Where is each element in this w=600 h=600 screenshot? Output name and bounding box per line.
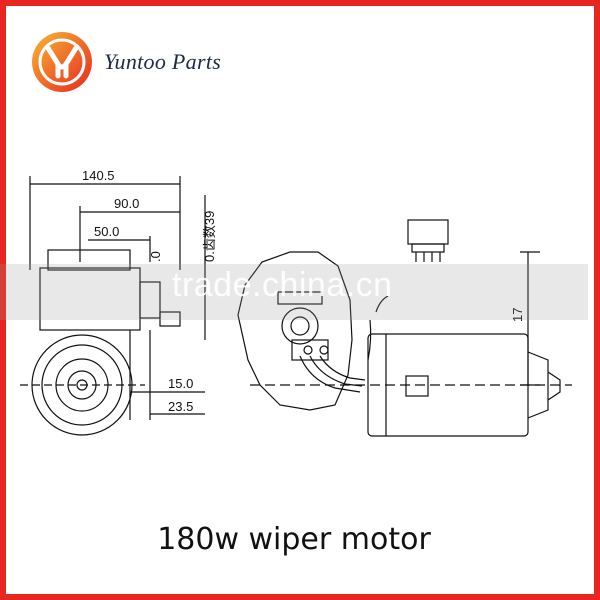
yuntoo-logo-icon: [32, 32, 92, 92]
dim-offset-23: 23.5: [168, 399, 193, 414]
dim-offset-15: 15.0: [168, 376, 193, 391]
dim-overall-width: 140.5: [82, 168, 115, 183]
dim-inner-width: 50.0: [94, 224, 119, 239]
dim-height-right: 17: [510, 308, 525, 322]
brand-header: Yuntoo Parts: [30, 30, 221, 94]
caption: 180w wiper motor: [157, 522, 431, 557]
brand-name: Yuntoo Parts: [104, 49, 222, 74]
watermark-text: trade.china.cn: [172, 266, 393, 304]
watermark-band: [0, 264, 588, 320]
dim-mid-width: 90.0: [114, 196, 139, 211]
dim-gear-teeth: 0.齿数39: [202, 211, 217, 262]
dim-partial: .0: [148, 251, 163, 262]
